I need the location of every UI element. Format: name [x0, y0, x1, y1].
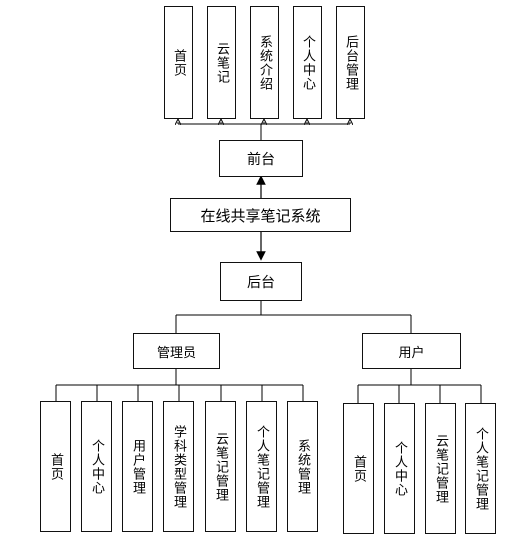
admin-item-personal-note-management: 个人笔记管理 — [246, 401, 277, 532]
admin-item-label: 个人中心 — [89, 438, 104, 495]
admin-item-label: 云笔记管理 — [213, 431, 228, 502]
front-item-personal-center: 个人中心 — [293, 6, 322, 119]
front-item-label: 后台管理 — [343, 34, 358, 91]
admin-item-label: 系统管理 — [295, 438, 310, 495]
front-item-home: 首页 — [164, 6, 193, 119]
user-item-home: 首页 — [343, 403, 374, 534]
admin-item-user-management: 用户管理 — [122, 401, 153, 532]
front-item-label: 云笔记 — [214, 41, 229, 84]
root-node: 在线共享笔记系统 — [170, 198, 351, 232]
front-item-system-intro: 系统介绍 — [250, 6, 279, 119]
user-item-cloud-note-management: 云笔记管理 — [425, 403, 456, 534]
user-label: 用户 — [398, 345, 425, 361]
admin-item-subject-type-management: 学科类型管理 — [163, 401, 194, 532]
admin-item-label: 个人笔记管理 — [254, 424, 269, 509]
admin-node: 管理员 — [133, 333, 220, 369]
user-item-label: 首页 — [351, 454, 366, 483]
back-label: 后台 — [247, 274, 275, 291]
admin-item-label: 用户管理 — [130, 438, 145, 495]
front-label: 前台 — [247, 151, 275, 168]
front-item-label: 个人中心 — [300, 34, 315, 91]
front-node: 前台 — [219, 140, 303, 177]
front-item-label: 系统介绍 — [257, 34, 272, 91]
user-item-label: 个人中心 — [392, 440, 407, 497]
admin-item-label: 首页 — [48, 452, 63, 481]
user-item-label: 个人笔记管理 — [473, 426, 488, 511]
user-item-label: 云笔记管理 — [433, 433, 448, 504]
root-label: 在线共享笔记系统 — [200, 206, 321, 225]
front-item-admin-panel: 后台管理 — [336, 6, 365, 119]
front-item-cloud-notes: 云笔记 — [207, 6, 236, 119]
user-item-personal-note-management: 个人笔记管理 — [465, 403, 496, 534]
user-item-personal-center: 个人中心 — [384, 403, 415, 534]
back-node: 后台 — [220, 262, 302, 301]
front-item-label: 首页 — [171, 48, 186, 77]
admin-item-system-management: 系统管理 — [287, 401, 318, 532]
admin-item-label: 学科类型管理 — [171, 424, 186, 509]
admin-item-personal-center: 个人中心 — [81, 401, 112, 532]
admin-label: 管理员 — [156, 345, 196, 361]
admin-item-home: 首页 — [40, 401, 71, 532]
admin-item-cloud-note-management: 云笔记管理 — [205, 401, 236, 532]
user-node: 用户 — [362, 333, 461, 369]
